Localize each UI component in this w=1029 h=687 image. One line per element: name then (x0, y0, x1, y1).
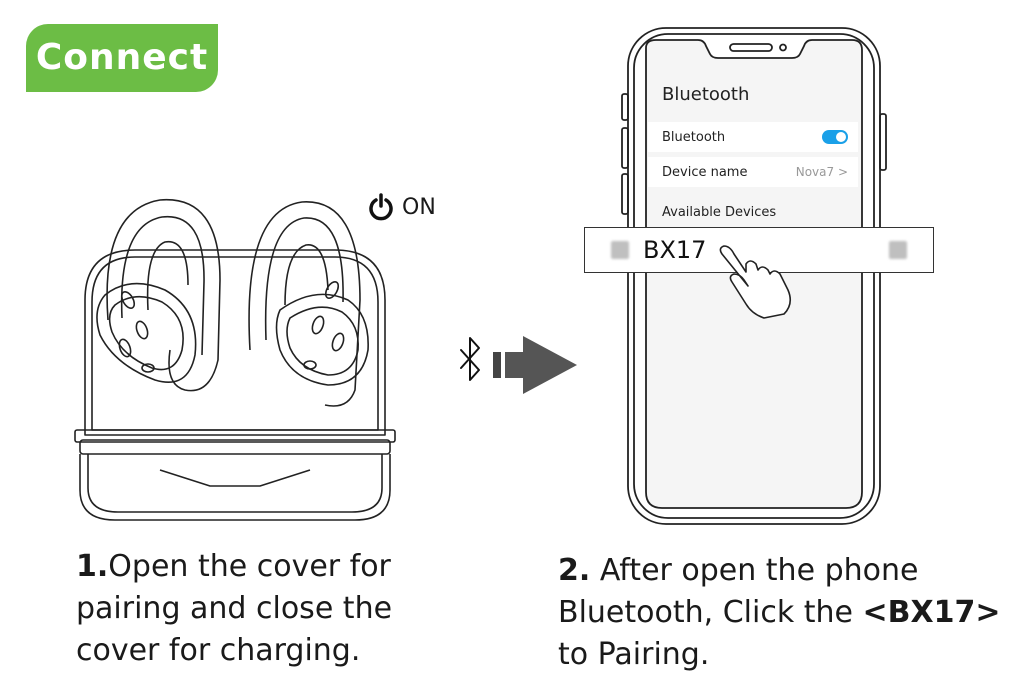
step-2-device-highlight: <BX17> (862, 595, 1001, 630)
available-devices-heading: Available Devices (662, 205, 777, 220)
bluetooth-setting-row[interactable]: Bluetooth (648, 122, 858, 152)
tapping-hand-icon (719, 245, 792, 319)
step-1-number: 1. (76, 549, 109, 584)
step-2-instruction: 2. After open the phone Bluetooth, Click… (558, 550, 1028, 676)
device-name-label: Device name (662, 164, 748, 180)
bluetooth-transfer-arrow (460, 336, 577, 394)
bluetooth-setting-label: Bluetooth (662, 129, 726, 145)
step-2-text: After open the phone Bluetooth, Click th… (558, 553, 919, 630)
bluetooth-screen-title: Bluetooth (662, 84, 750, 105)
device-type-icon (611, 241, 629, 259)
power-on-label: ON (402, 194, 436, 220)
device-name-value: Nova7 > (795, 165, 848, 179)
bluetooth-toggle[interactable] (822, 130, 848, 144)
step-1-text: Open the cover for pairing and close the… (76, 549, 393, 668)
step-2-number: 2. (558, 553, 591, 588)
device-info-icon (889, 241, 907, 259)
earbuds-case-illustration (74, 198, 396, 521)
step-2-text-end: to Pairing. (558, 637, 710, 672)
right-arrow-icon (493, 336, 577, 394)
connect-badge: Connect (26, 24, 218, 92)
power-icon (369, 193, 393, 221)
device-item-name: BX17 (643, 236, 707, 264)
power-on-indicator: ON (368, 193, 436, 221)
device-name-row[interactable]: Device name Nova7 > (648, 157, 858, 187)
step-1-instruction: 1.Open the cover for pairing and close t… (76, 546, 406, 672)
bluetooth-icon (460, 337, 480, 381)
